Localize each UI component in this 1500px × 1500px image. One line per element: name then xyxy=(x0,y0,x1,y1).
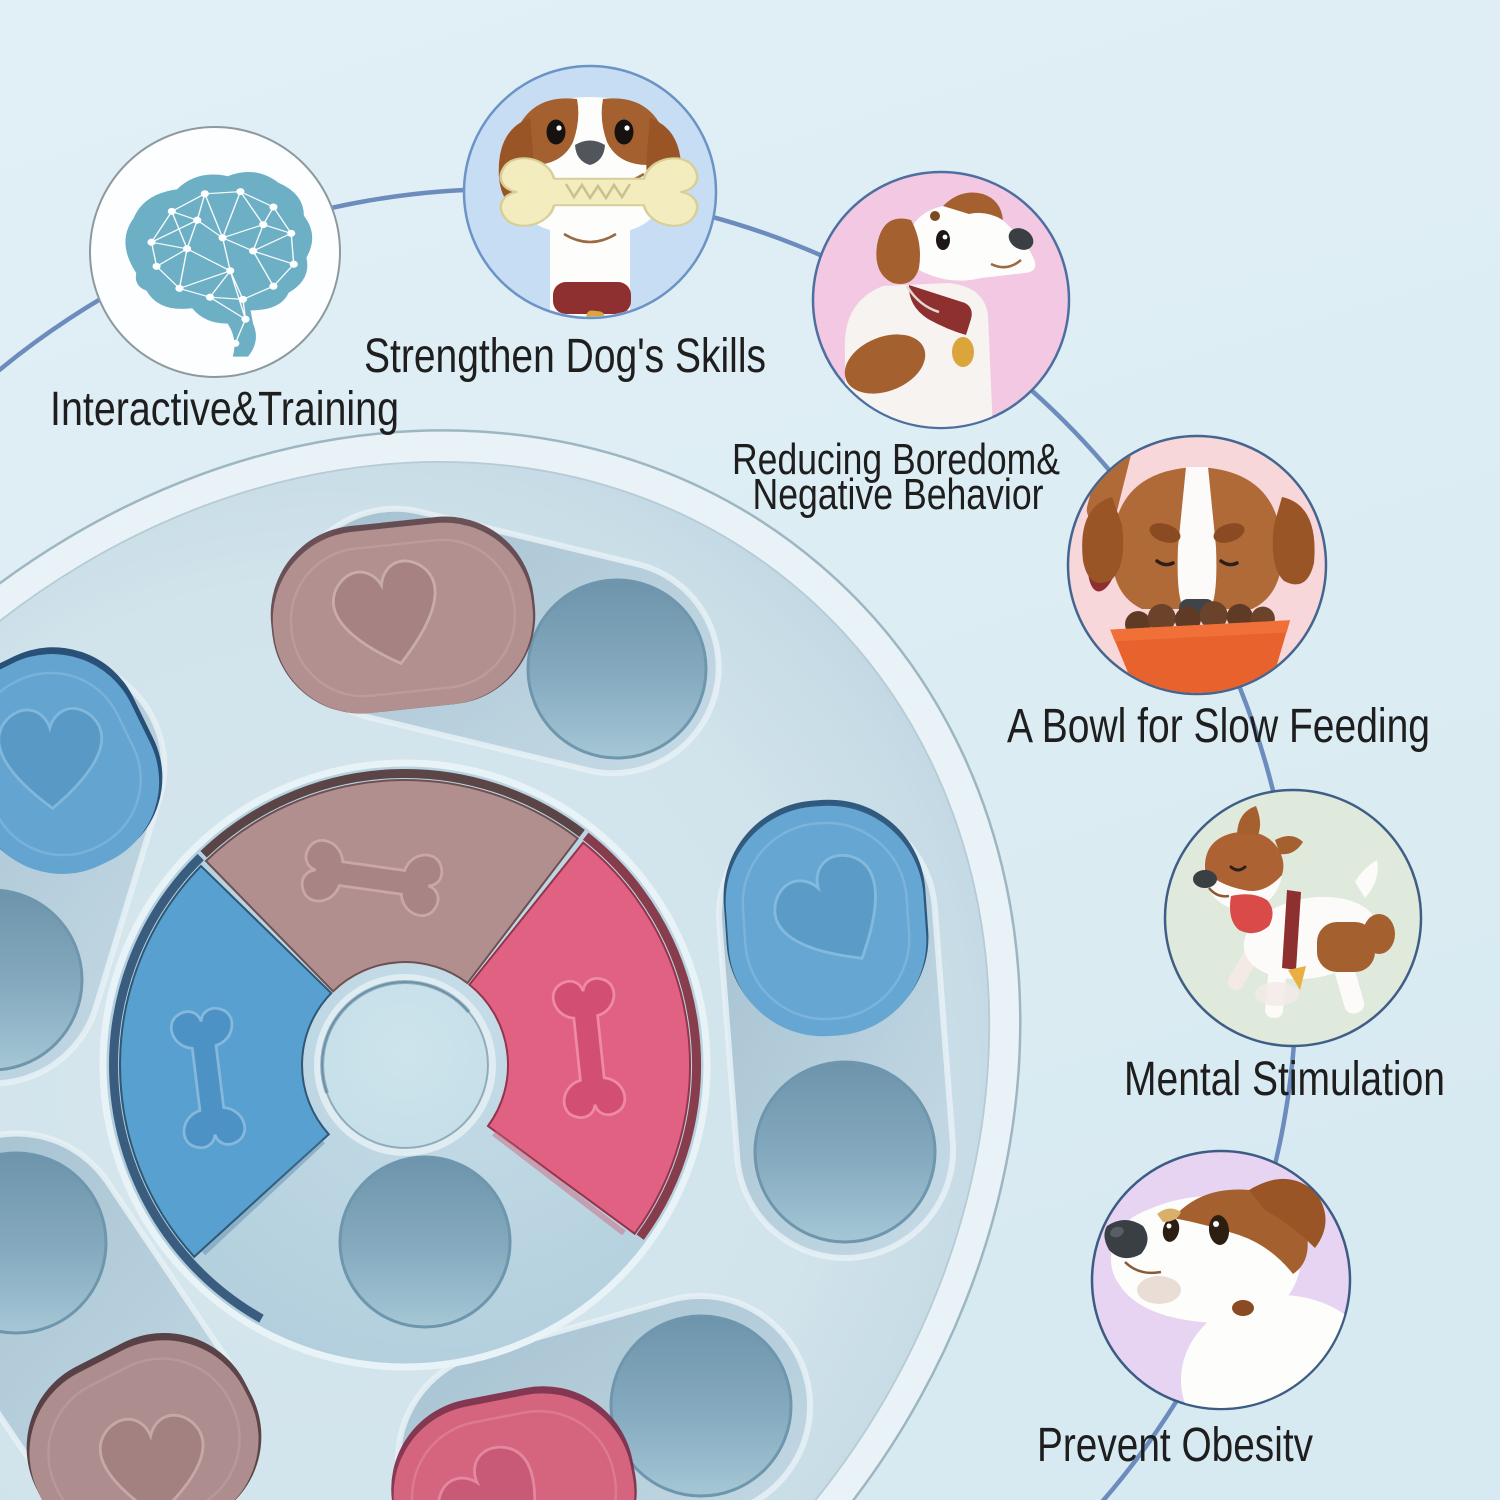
svg-text:Strengthen Dog's Skills: Strengthen Dog's Skills xyxy=(364,330,766,383)
svg-text:A Bowl for Slow Feeding: A Bowl for Slow Feeding xyxy=(1007,700,1430,753)
svg-text:Interactive&Training: Interactive&Training xyxy=(50,383,399,436)
svg-text:Prevent Obesitv: Prevent Obesitv xyxy=(1037,1419,1313,1472)
svg-text:Reducing Boredom&: Reducing Boredom& xyxy=(732,436,1060,484)
svg-text:Negative Behavior: Negative Behavior xyxy=(753,471,1044,519)
svg-text:Mental Stimulation: Mental Stimulation xyxy=(1124,1053,1445,1106)
